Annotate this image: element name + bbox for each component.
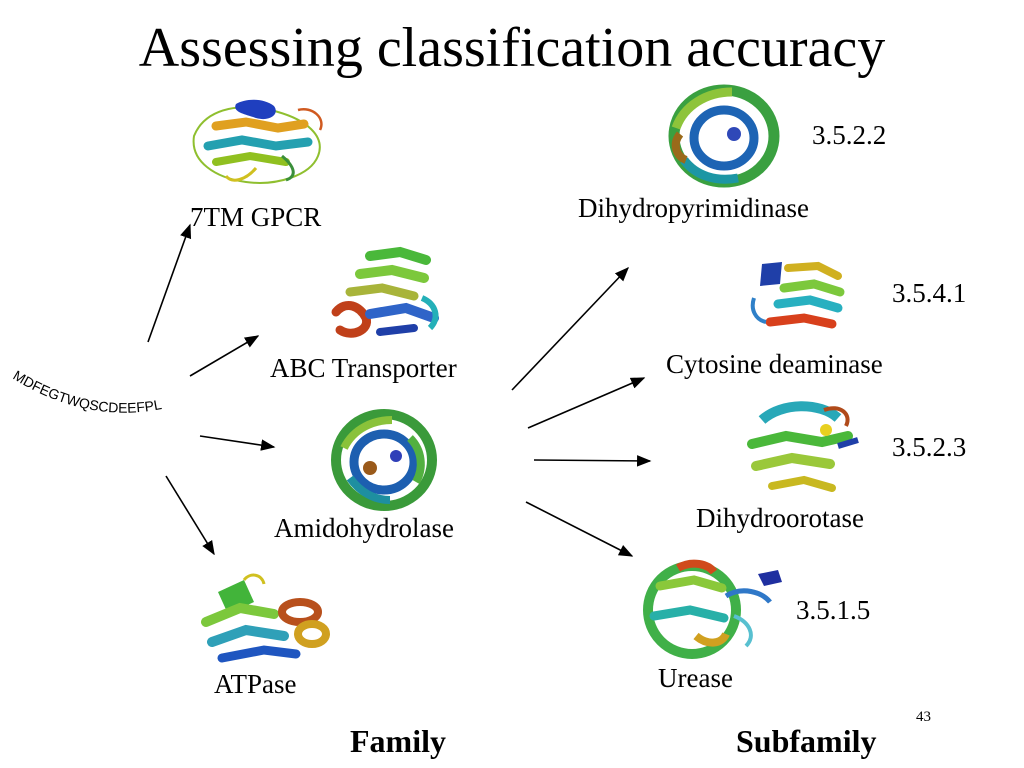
- arrow-to-dihydropyrimidinase: [511, 266, 629, 391]
- ec-number-dihydroorotase: 3.5.2.3: [892, 432, 967, 462]
- urease-structure-image: [643, 559, 782, 659]
- atpase-structure-image: [201, 573, 330, 663]
- cytosine-deaminase-structure-image: [750, 261, 845, 329]
- family-label-7tm-gpcr: 7TM GPCR: [190, 202, 322, 232]
- dihydroorotase-structure-image: [747, 401, 859, 492]
- family-label-abc-transporter: ABC Transporter: [270, 353, 457, 383]
- subfamily-heading: Subfamily: [736, 723, 877, 759]
- arrow-to-amidohydrolase: [199, 435, 276, 451]
- subfamily-label-urease: Urease: [658, 663, 733, 693]
- arrow-to-cytosine-deaminase: [527, 377, 646, 429]
- subfamily-label-dihydroorotase: Dihydroorotase: [696, 503, 864, 533]
- dihydropyrimidinase-structure-image: [668, 84, 780, 188]
- family-label-amidohydrolase: Amidohydrolase: [274, 513, 454, 543]
- family-label-atpase: ATPase: [214, 669, 297, 699]
- arrow-to-7tm-gpcr: [147, 223, 192, 343]
- abc-transporter-structure-image: [331, 246, 439, 338]
- ec-number-dihydropyrimidinase: 3.5.2.2: [812, 120, 887, 150]
- page-number: 43: [916, 709, 931, 725]
- 7tm-gpcr-structure-image: [192, 99, 323, 184]
- ec-number-cytosine-deaminase: 3.5.4.1: [892, 278, 967, 308]
- slide-title: Assessing classification accuracy: [138, 17, 886, 79]
- ec-number-urease: 3.5.1.5: [796, 595, 871, 625]
- arrow-to-atpase: [165, 475, 215, 556]
- subfamily-label-dihydropyrimidinase: Dihydropyrimidinase: [578, 193, 809, 223]
- subfamily-label-cytosine-deaminase: Cytosine deaminase: [666, 349, 883, 379]
- arrow-to-urease: [525, 501, 634, 557]
- protein-sequence: MDFEGTWQSCDEEFPL: [11, 367, 163, 416]
- arrow-to-dihydroorotase: [533, 455, 652, 467]
- family-heading: Family: [350, 723, 446, 759]
- amidohydrolase-structure-image: [331, 409, 437, 511]
- arrow-to-abc-transporter: [189, 335, 260, 377]
